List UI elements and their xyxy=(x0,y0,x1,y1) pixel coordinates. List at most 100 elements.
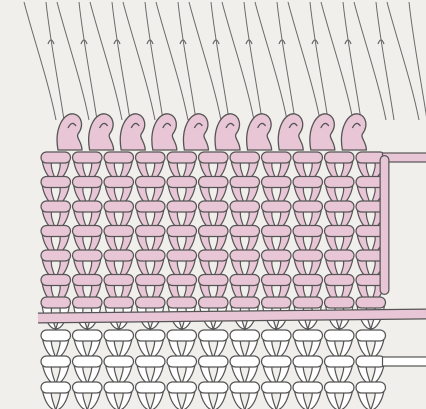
stitch-bar xyxy=(167,382,197,393)
stitch-bar xyxy=(325,275,355,286)
stitch-bar xyxy=(73,297,103,308)
yarn-tail xyxy=(383,357,426,366)
stitch-bar xyxy=(199,330,229,341)
stitch-bar xyxy=(199,177,229,188)
stitch-bar xyxy=(262,297,292,308)
stitch-bar xyxy=(41,356,71,367)
stitch-bar xyxy=(167,177,197,188)
stitch-bar xyxy=(356,356,386,367)
stitch-bar xyxy=(230,201,260,212)
stitch-bar xyxy=(230,330,260,341)
stitch-bar xyxy=(73,356,103,367)
stitch-bar xyxy=(230,297,260,308)
white-bar-row xyxy=(41,382,386,393)
stitch-bar xyxy=(73,201,103,212)
stitch-bar xyxy=(136,177,166,188)
stitch-bar xyxy=(262,152,292,163)
stitch-bar xyxy=(41,297,71,308)
stitch-bar xyxy=(136,201,166,212)
stitch-bar xyxy=(136,226,166,237)
stitch-bar xyxy=(167,152,197,163)
stitch-bar xyxy=(356,382,386,393)
stitch-bar xyxy=(230,356,260,367)
stitch-bar xyxy=(136,382,166,393)
stitch-bar xyxy=(262,275,292,286)
stitch-bar xyxy=(73,152,103,163)
transition-bar-row xyxy=(41,297,386,308)
stitch-bar xyxy=(293,201,323,212)
stitch-bar xyxy=(104,356,134,367)
stitch-bar xyxy=(262,382,292,393)
stitch-bar xyxy=(167,330,197,341)
stitch-bar xyxy=(293,297,323,308)
stitch-bar xyxy=(356,330,386,341)
stitch-bar xyxy=(73,330,103,341)
stitch-bar xyxy=(167,297,197,308)
stitch-bar xyxy=(262,250,292,261)
stitch-bar xyxy=(325,201,355,212)
stitch-bar xyxy=(73,275,103,286)
stitch-bar xyxy=(104,382,134,393)
stitch-bar xyxy=(73,382,103,393)
stitch-bar xyxy=(230,382,260,393)
yarn-strand xyxy=(38,314,426,318)
white-bar-row xyxy=(41,330,386,341)
stitch-bar xyxy=(167,275,197,286)
pink-bar-row xyxy=(41,177,386,188)
stitch-bar xyxy=(262,356,292,367)
stitch-bar xyxy=(199,297,229,308)
stitch-bar xyxy=(104,250,134,261)
stitch-bar xyxy=(41,382,71,393)
stitch-bar xyxy=(41,275,71,286)
stitch-bar xyxy=(262,330,292,341)
stitch-bar xyxy=(199,152,229,163)
stitch-bar xyxy=(104,201,134,212)
stitch-bar xyxy=(293,177,323,188)
stitch-bar xyxy=(325,177,355,188)
stitch-bar xyxy=(136,330,166,341)
pink-bar-row xyxy=(41,275,386,286)
stitch-bar xyxy=(104,177,134,188)
stitch-bar xyxy=(230,152,260,163)
stitch-bar xyxy=(199,356,229,367)
stitch-bar xyxy=(73,226,103,237)
stitch-bar xyxy=(325,382,355,393)
pink-bar-row xyxy=(41,201,386,212)
stitch-bar xyxy=(293,226,323,237)
stitch-bar xyxy=(136,152,166,163)
stitch-bar xyxy=(104,152,134,163)
stitch-bar xyxy=(262,201,292,212)
stitch-bar xyxy=(136,297,166,308)
stitch-bar xyxy=(293,356,323,367)
stitch-bar xyxy=(199,201,229,212)
stitch-bar xyxy=(325,152,355,163)
stitch-bar xyxy=(262,226,292,237)
stitch-bar xyxy=(104,330,134,341)
stitch-bar xyxy=(230,177,260,188)
stitch-bar xyxy=(73,250,103,261)
stitch-bar xyxy=(167,356,197,367)
stitch-bar xyxy=(167,250,197,261)
stitch-bar xyxy=(230,275,260,286)
stitch-bar xyxy=(167,226,197,237)
stitch-bar xyxy=(199,250,229,261)
stitch-bar xyxy=(104,275,134,286)
stitch-bar xyxy=(136,275,166,286)
stitch-bar xyxy=(230,226,260,237)
stitch-bar xyxy=(325,226,355,237)
stitch-bar xyxy=(293,250,323,261)
stitch-bar xyxy=(325,297,355,308)
stitch-bar xyxy=(356,297,386,308)
stitch-bar xyxy=(230,250,260,261)
stitch-bar xyxy=(41,226,71,237)
stitch-bar xyxy=(104,226,134,237)
stitch-bar xyxy=(262,177,292,188)
stitch-bar xyxy=(136,250,166,261)
white-bar-row xyxy=(41,356,426,367)
stitch-bar xyxy=(199,382,229,393)
stitch-bar xyxy=(293,152,323,163)
pink-bar-row xyxy=(41,152,426,163)
stitch-bar xyxy=(293,330,323,341)
